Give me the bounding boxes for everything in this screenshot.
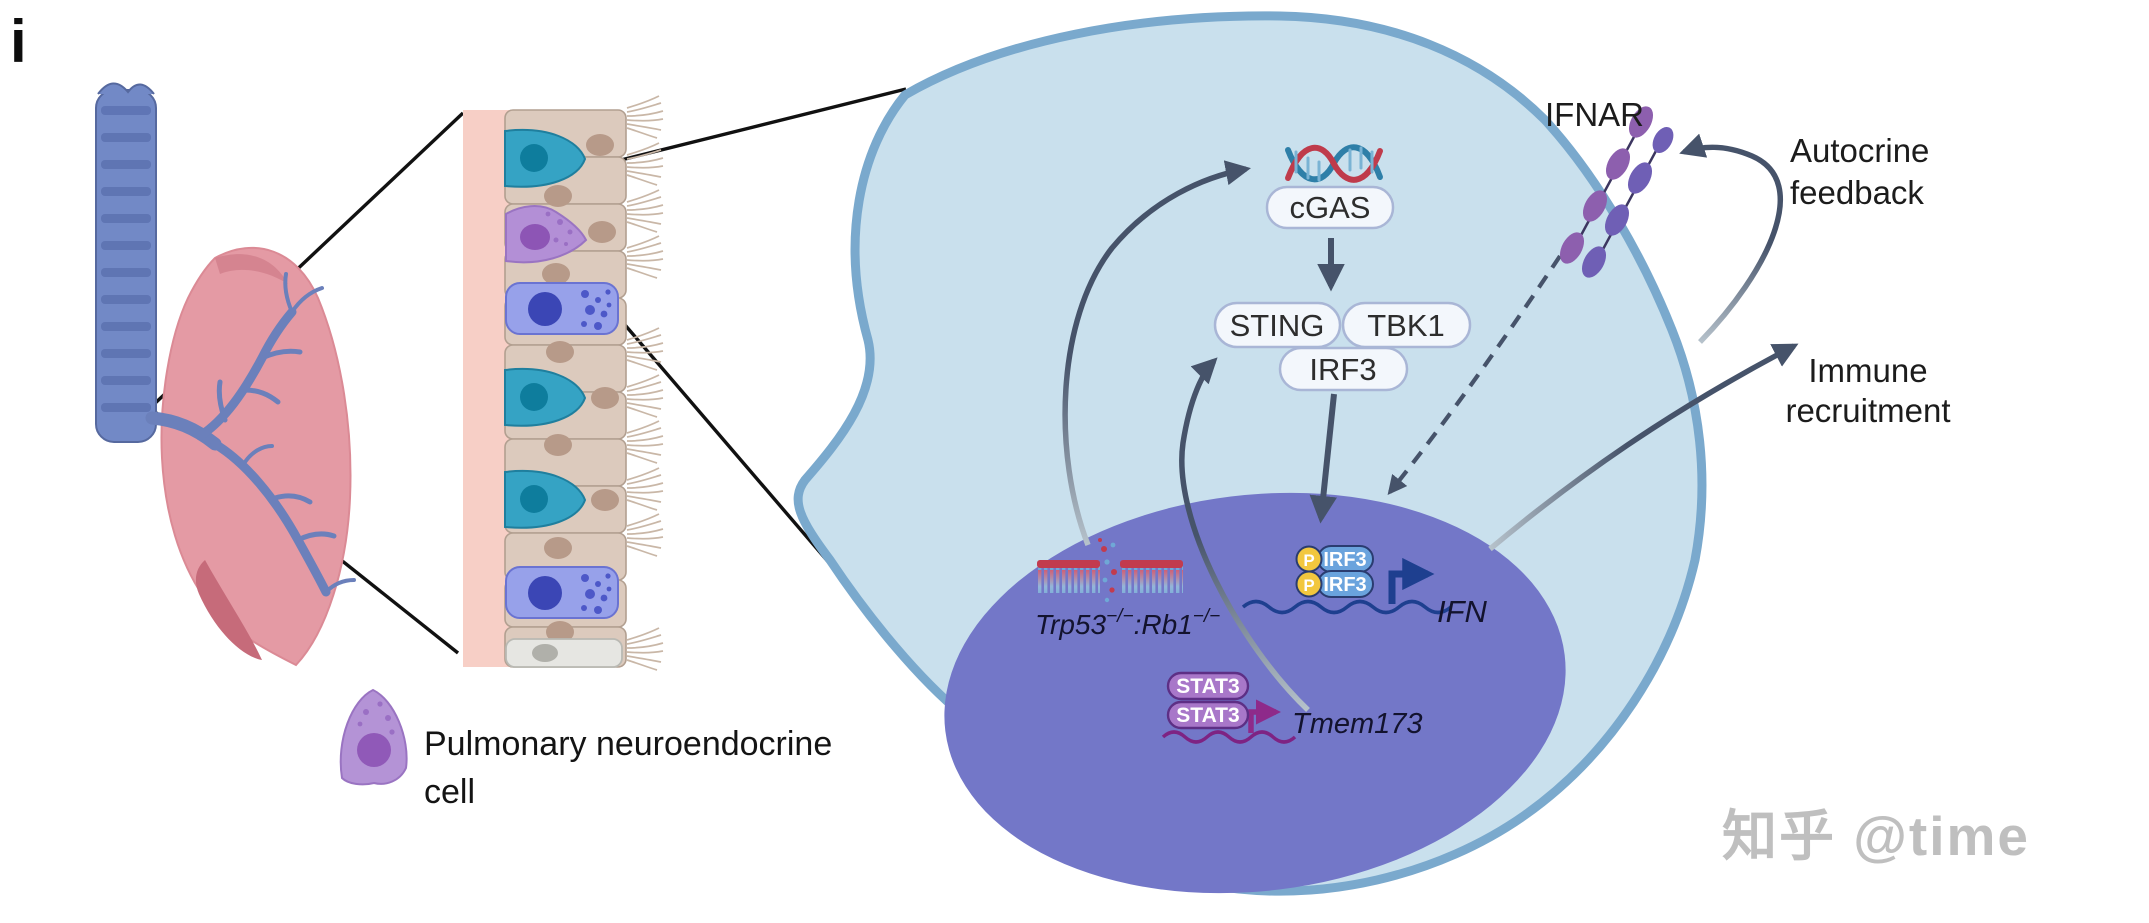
arrow-chromatin-to-cgas bbox=[1062, 160, 1251, 546]
lung-body bbox=[160, 246, 352, 667]
sting-pill: STING bbox=[1213, 301, 1342, 349]
immune-recruitment-label-line1: Immune bbox=[1808, 352, 1927, 389]
p-irf3-complex: IRF3 IRF3 P P bbox=[1295, 545, 1374, 598]
ifn-transcription-site: IRF3 IRF3 P P IFN bbox=[1241, 545, 1488, 629]
autocrine-feedback-label-line1: Autocrine bbox=[1790, 132, 1929, 169]
irf3-pill: IRF3 bbox=[1278, 346, 1409, 392]
basal-cell-icon bbox=[505, 638, 623, 668]
goblet-cell-1 bbox=[505, 282, 619, 335]
arrow-tmem173-to-sting bbox=[1179, 357, 1310, 712]
tmem173-transcription-site: STAT3 STAT3 Tmem173 bbox=[1161, 671, 1423, 744]
pnec-cell-in-strip bbox=[505, 205, 588, 264]
epithelium-strip bbox=[463, 95, 664, 671]
bronchial-tree-icon bbox=[145, 272, 356, 597]
columnar-cell-nuclei bbox=[542, 134, 619, 643]
goblet-cell-2 bbox=[505, 566, 619, 619]
lung-illustration bbox=[95, 82, 356, 667]
ifn-gene-label: IFN bbox=[1437, 594, 1488, 629]
sting-label: STING bbox=[1230, 308, 1325, 343]
lung-lower-lobe-shade bbox=[195, 560, 262, 660]
legend-label-line1: Pulmonary neuroendocrine bbox=[424, 725, 832, 763]
legend: Pulmonary neuroendocrine cell bbox=[339, 688, 832, 811]
stat3-label-1: STAT3 bbox=[1176, 675, 1239, 698]
damaged-chromatin-icon bbox=[1037, 538, 1183, 603]
dna-damage-specks bbox=[1098, 538, 1117, 603]
cytosolic-dna-helix-icon bbox=[1285, 144, 1383, 183]
tbk1-pill: TBK1 bbox=[1341, 301, 1472, 349]
arrow-autocrine-feedback bbox=[1679, 133, 1783, 344]
pulmonary-neuroendocrine-cell-icon bbox=[339, 688, 408, 786]
phospho-label-1: P bbox=[1303, 551, 1314, 570]
arrow-irf3-to-nucleus bbox=[1309, 393, 1338, 524]
ifnar-label: IFNAR bbox=[1545, 96, 1644, 133]
p-irf3-label-1: IRF3 bbox=[1323, 549, 1366, 571]
genotype-label: Trp53−/−:Rb1−/− bbox=[1035, 606, 1220, 640]
immune-recruitment-label-line2: recruitment bbox=[1785, 392, 1950, 429]
cilia bbox=[626, 95, 664, 671]
ifnar-receptor-icon bbox=[1559, 106, 1674, 278]
arrow-ifn-to-immune-recruitment bbox=[1488, 343, 1799, 552]
stat3-label-2: STAT3 bbox=[1176, 704, 1239, 727]
autocrine-feedback-label-line2: feedback bbox=[1790, 174, 1924, 211]
trachea-icon bbox=[95, 82, 157, 443]
tmem173-gene-label: Tmem173 bbox=[1292, 708, 1423, 740]
tmem173-gene-arrow bbox=[1248, 699, 1282, 733]
p-irf3-label-2: IRF3 bbox=[1323, 574, 1366, 596]
watermark: 知乎 @time bbox=[1722, 805, 2030, 867]
panel-label: i bbox=[10, 8, 27, 75]
tbk1-label: TBK1 bbox=[1367, 308, 1445, 343]
legend-label-line2: cell bbox=[424, 773, 475, 811]
lung-apex-shade bbox=[215, 254, 288, 284]
ifn-gene-arrow bbox=[1388, 557, 1435, 604]
cgas-label: cGAS bbox=[1290, 190, 1371, 225]
tmem173-dna-wave bbox=[1161, 730, 1297, 744]
phospho-label-2: P bbox=[1303, 576, 1314, 595]
arrow-ifnar-dashed-to-nucleus bbox=[1387, 254, 1562, 496]
ifn-dna-wave bbox=[1241, 599, 1453, 615]
irf3-label: IRF3 bbox=[1309, 352, 1376, 387]
basement-membrane bbox=[463, 110, 512, 667]
cgas-pill: cGAS bbox=[1265, 185, 1395, 230]
